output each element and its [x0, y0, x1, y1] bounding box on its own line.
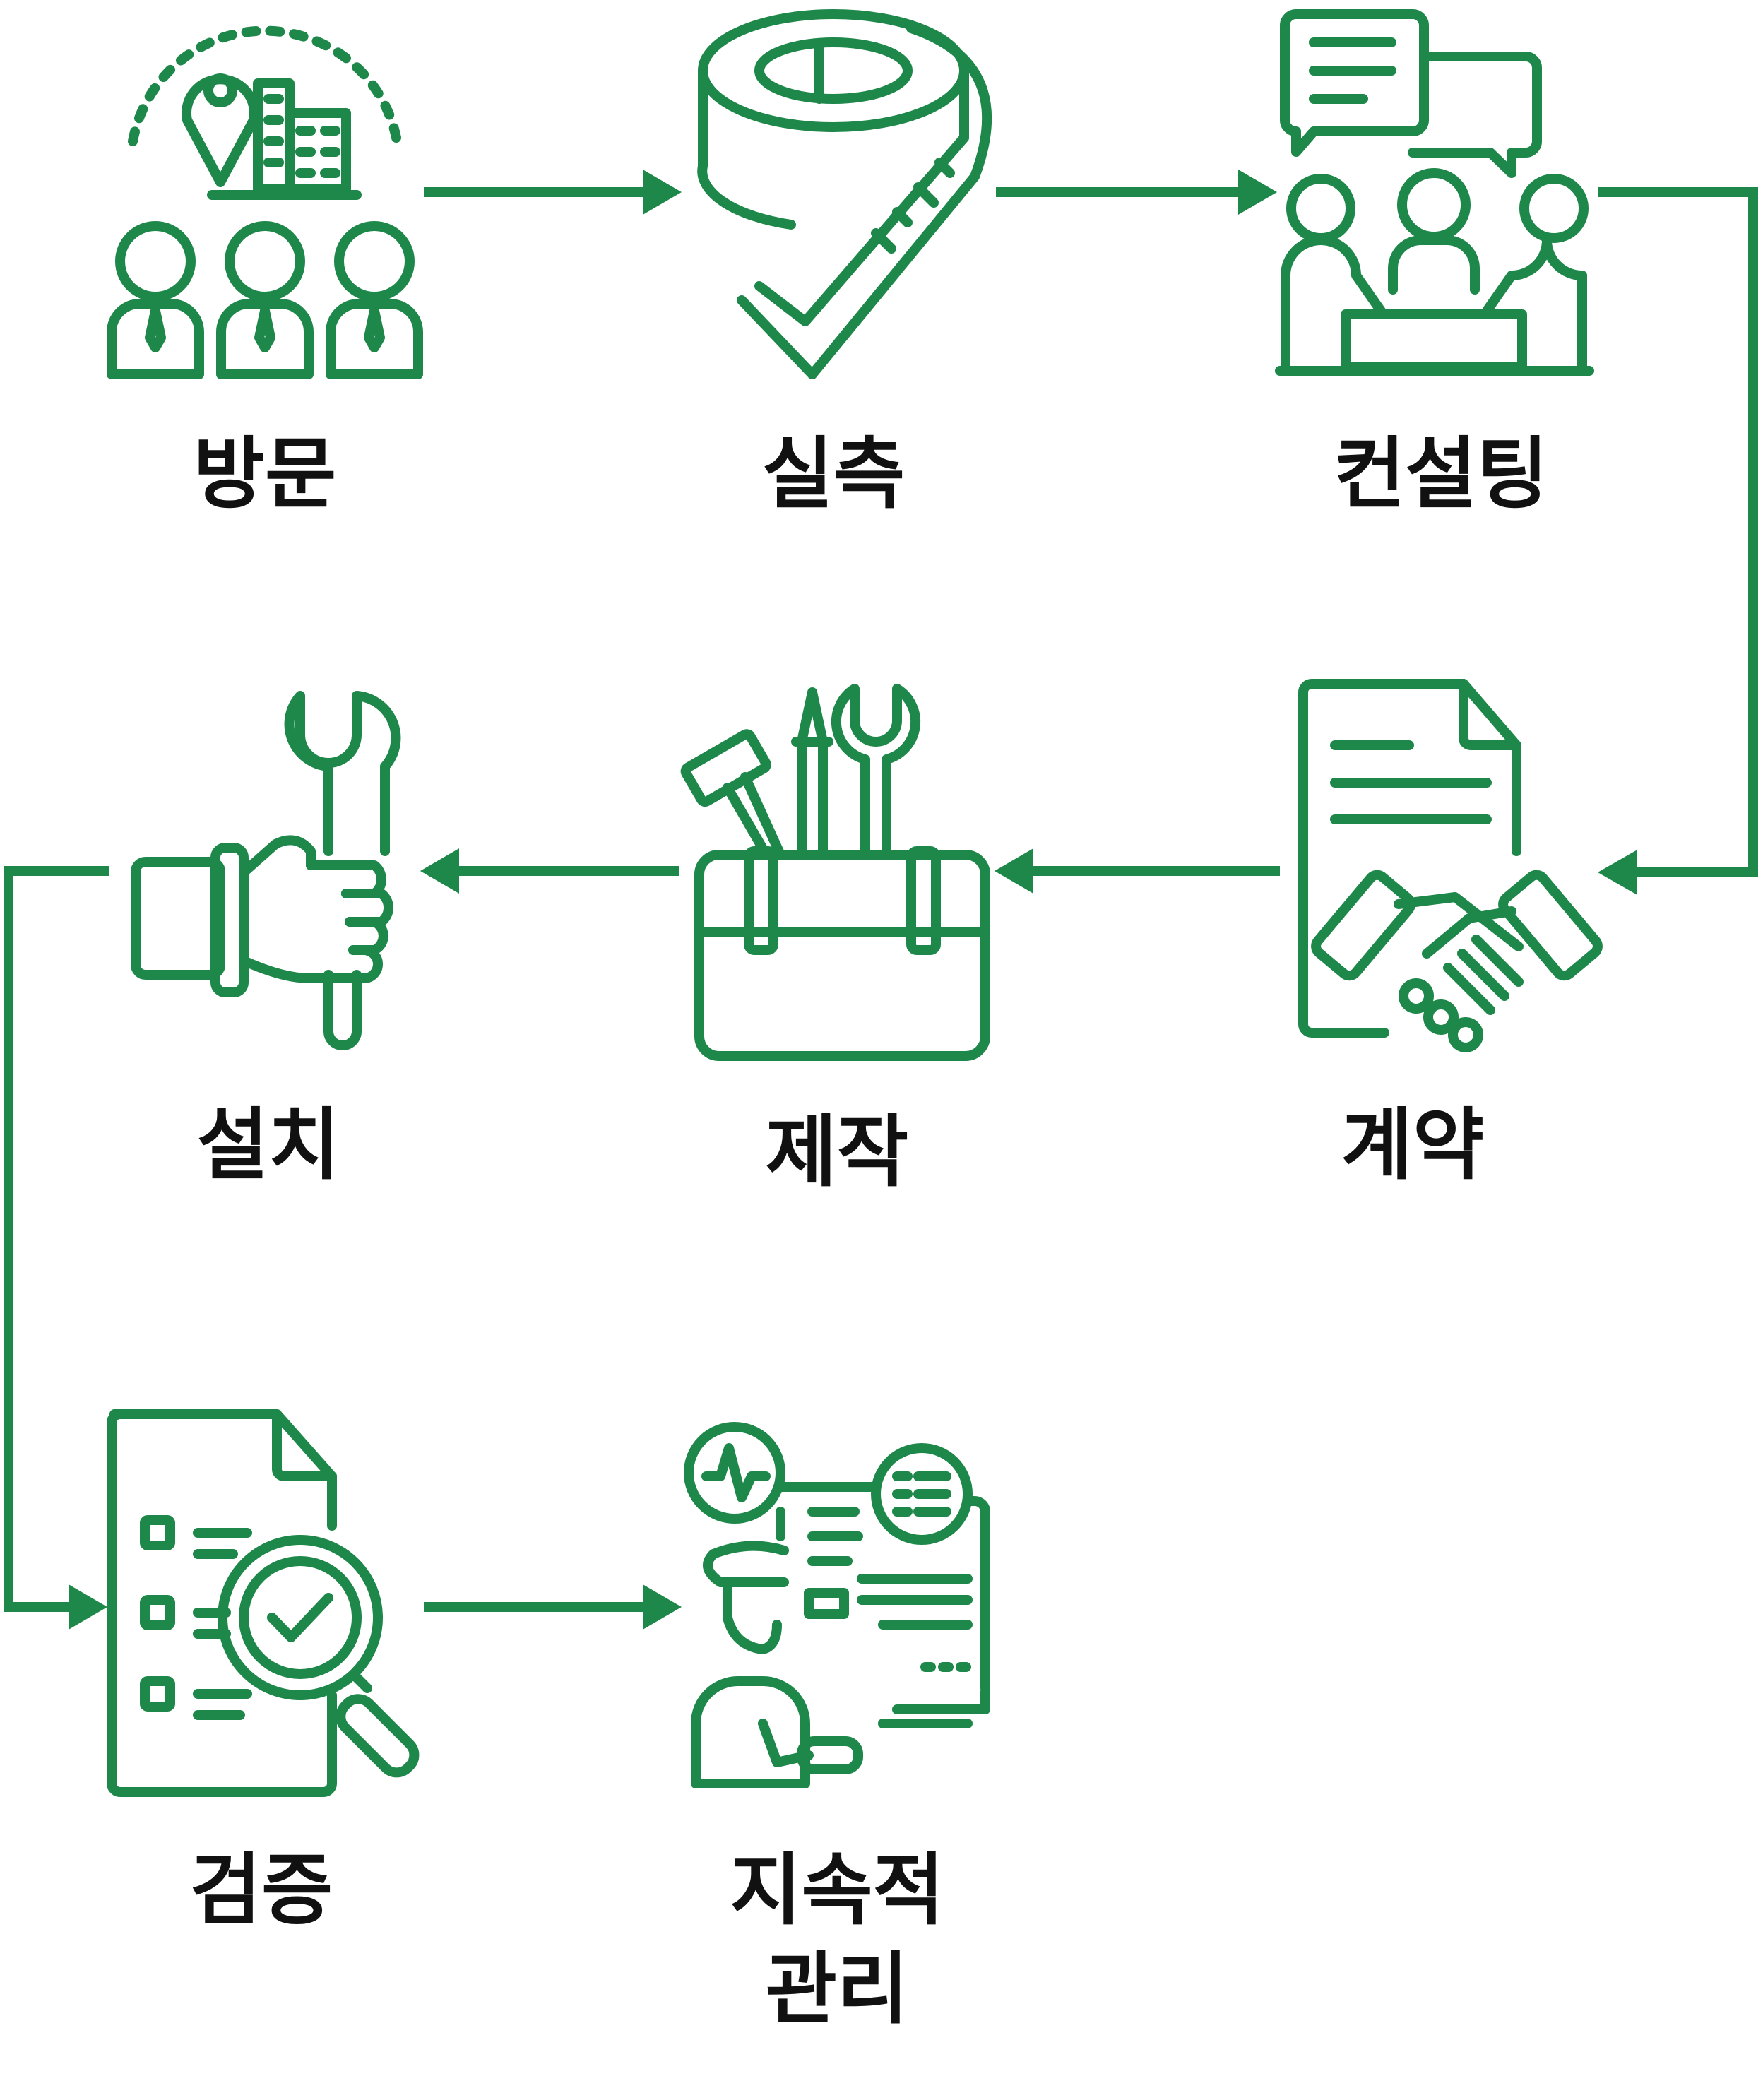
arrow-consult-to-contract: [1598, 187, 1758, 895]
hand-wrench-icon: [131, 691, 401, 1050]
arrow-measure-to-consult: [996, 170, 1277, 215]
arrow-produce-to-install: [420, 848, 679, 894]
hammer-icon: [680, 729, 785, 860]
consulting-meeting-icon: [1275, 9, 1594, 376]
monitoring-worker-icon: [684, 1422, 990, 1788]
visit-people-building-icon: [107, 25, 423, 379]
arrow-verify-to-manage: [424, 1584, 682, 1630]
wrench-icon: [831, 684, 921, 860]
contract-handshake-icon: [1298, 679, 1603, 1052]
person-left-icon: [107, 221, 204, 379]
toolbox-icon: [680, 684, 990, 1061]
handshake-icon: [1311, 870, 1603, 1052]
person-center-icon: [216, 221, 314, 379]
step-label-measure: 실측: [761, 429, 906, 519]
step-label-manage-line1: 지속적: [730, 1845, 944, 1935]
step-label-verify: 검증: [189, 1845, 333, 1935]
arrow-contract-to-produce: [995, 848, 1280, 894]
step-label-consult: 컨설팅: [1334, 429, 1548, 519]
tape-measure-icon: [697, 9, 992, 379]
step-label-install: 설치: [196, 1100, 340, 1190]
person-right-icon: [326, 221, 423, 379]
step-label-visit: 방문: [193, 429, 337, 519]
arrow-visit-to-measure: [424, 170, 682, 215]
step-label-manage-line2: 관리: [765, 1944, 909, 2034]
screwdriver-icon: [791, 687, 833, 860]
arrow-install-to-verify: [4, 866, 109, 1630]
step-label-contract: 계약: [1341, 1100, 1485, 1190]
step-label-produce: 제작: [765, 1107, 909, 1197]
checklist-magnifier-icon: [107, 1409, 420, 1797]
